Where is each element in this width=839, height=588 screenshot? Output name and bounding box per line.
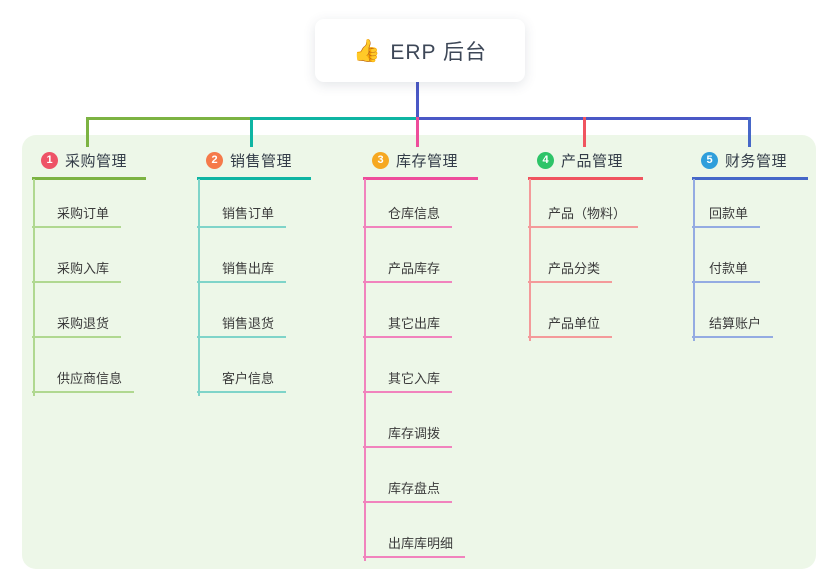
child-sales-order[interactable]: 销售订单 <box>197 202 287 228</box>
child-rail <box>198 179 200 396</box>
child-rail <box>693 179 695 341</box>
child-label: 结算账户 <box>709 316 762 331</box>
branch-drop-line-purchase <box>86 117 89 147</box>
child-receipt-order[interactable]: 回款单 <box>692 202 761 228</box>
branch-label: 采购管理 <box>65 153 128 170</box>
branch-drop-line-product <box>583 117 586 147</box>
child-label: 库存盘点 <box>388 481 441 496</box>
child-purchase-order[interactable]: 采购订单 <box>32 202 122 228</box>
child-label: 产品分类 <box>548 261 601 276</box>
child-label: 产品库存 <box>388 261 441 276</box>
child-rail <box>33 179 35 396</box>
branch-header-purchase[interactable]: 1 采购管理 <box>32 147 146 180</box>
branch-sales: 2 销售管理 销售订单 销售出库 销售退货 客户信息 <box>197 147 311 396</box>
branch-label: 库存管理 <box>396 153 459 170</box>
root-node[interactable]: 👍 ERP 后台 <box>315 19 525 82</box>
child-purchase-return[interactable]: 采购退货 <box>32 312 122 338</box>
branch-number-badge: 3 <box>372 152 389 169</box>
child-product-unit[interactable]: 产品单位 <box>528 312 613 338</box>
child-warehouse-info[interactable]: 仓库信息 <box>363 202 453 228</box>
trunk-line <box>416 82 419 120</box>
bus-segment-sales <box>252 117 418 120</box>
branch-header-product[interactable]: 4 产品管理 <box>528 147 643 180</box>
branch-product: 4 产品管理 产品（物料） 产品分类 产品单位 <box>528 147 643 341</box>
branch-number-badge: 1 <box>41 152 58 169</box>
bus-segment-purchase <box>86 117 252 120</box>
child-label: 客户信息 <box>222 371 275 386</box>
child-stock-transfer[interactable]: 库存调拨 <box>363 422 453 448</box>
branch-label: 财务管理 <box>725 153 788 170</box>
branch-inventory: 3 库存管理 仓库信息 产品库存 其它出库 其它入库 库存调拨 库存盘点 出库库… <box>363 147 478 561</box>
thumbs-up-icon: 👍 <box>352 37 381 63</box>
child-product-category[interactable]: 产品分类 <box>528 257 613 283</box>
child-label: 产品（物料） <box>548 206 627 221</box>
child-label: 采购订单 <box>57 206 110 221</box>
child-stock-check[interactable]: 库存盘点 <box>363 477 453 503</box>
child-label: 付款单 <box>709 261 749 276</box>
child-purchase-inbound[interactable]: 采购入库 <box>32 257 122 283</box>
root-title: ERP 后台 <box>390 40 488 64</box>
branch-header-inventory[interactable]: 3 库存管理 <box>363 147 478 180</box>
canvas-panel <box>22 135 816 569</box>
child-label: 销售出库 <box>222 261 275 276</box>
child-settlement-account[interactable]: 结算账户 <box>692 312 774 338</box>
branch-label: 销售管理 <box>230 153 293 170</box>
branch-drop-line-finance <box>748 117 751 147</box>
child-sales-outbound[interactable]: 销售出库 <box>197 257 287 283</box>
child-label: 采购入库 <box>57 261 110 276</box>
branch-number-badge: 2 <box>206 152 223 169</box>
child-label: 采购退货 <box>57 316 110 331</box>
branch-header-finance[interactable]: 5 财务管理 <box>692 147 808 180</box>
branch-purchase: 1 采购管理 采购订单 采购入库 采购退货 供应商信息 <box>32 147 146 396</box>
child-outbound-detail[interactable]: 出库库明细 <box>363 532 466 558</box>
child-other-inbound[interactable]: 其它入库 <box>363 367 453 393</box>
child-rail <box>364 179 366 561</box>
child-other-outbound[interactable]: 其它出库 <box>363 312 453 338</box>
child-label: 仓库信息 <box>388 206 441 221</box>
child-customer-info[interactable]: 客户信息 <box>197 367 287 393</box>
branch-number-badge: 5 <box>701 152 718 169</box>
child-product-stock[interactable]: 产品库存 <box>363 257 453 283</box>
child-rail <box>529 179 531 341</box>
child-label: 供应商信息 <box>57 371 123 386</box>
child-label: 回款单 <box>709 206 749 221</box>
child-supplier-info[interactable]: 供应商信息 <box>32 367 135 393</box>
child-label: 库存调拨 <box>388 426 441 441</box>
child-label: 其它出库 <box>388 316 441 331</box>
branch-number-badge: 4 <box>537 152 554 169</box>
branch-drop-line-inventory <box>416 117 419 147</box>
branch-finance: 5 财务管理 回款单 付款单 结算账户 <box>692 147 808 341</box>
child-payment-order[interactable]: 付款单 <box>692 257 761 283</box>
child-label: 其它入库 <box>388 371 441 386</box>
branch-drop-line-sales <box>250 117 253 147</box>
branch-label: 产品管理 <box>561 153 624 170</box>
branch-header-sales[interactable]: 2 销售管理 <box>197 147 311 180</box>
child-label: 出库库明细 <box>388 536 454 551</box>
child-sales-return[interactable]: 销售退货 <box>197 312 287 338</box>
child-label: 销售订单 <box>222 206 275 221</box>
child-label: 产品单位 <box>548 316 601 331</box>
child-label: 销售退货 <box>222 316 275 331</box>
child-product-material[interactable]: 产品（物料） <box>528 202 639 228</box>
